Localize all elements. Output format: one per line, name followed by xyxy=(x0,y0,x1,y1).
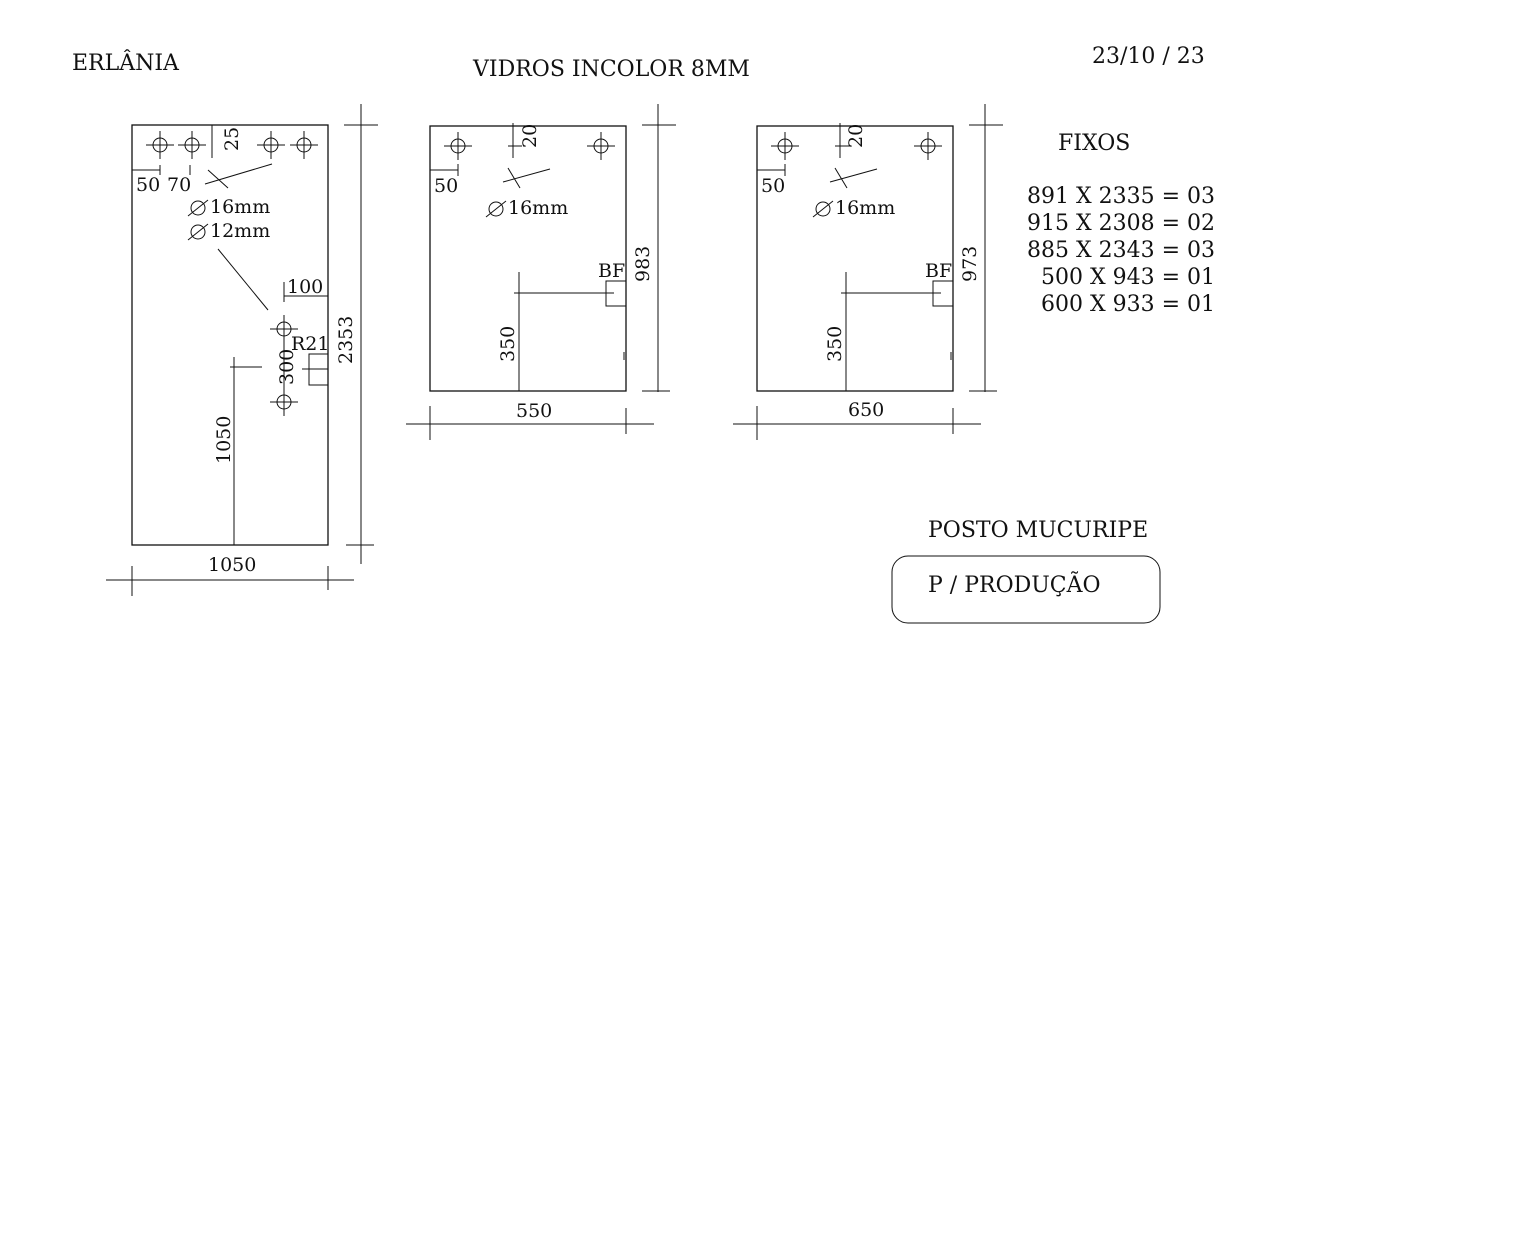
hole-16mm: 16mm xyxy=(210,196,270,218)
production-label: P / PRODUÇÃO xyxy=(928,570,1101,598)
client-name: ERLÂNIA xyxy=(72,49,180,76)
hole-marker xyxy=(256,130,286,160)
fixos-list: FIXOS 891 X 2335 = 03 915 X 2308 = 02 88… xyxy=(1027,131,1215,317)
hole-marker xyxy=(443,131,473,161)
panel-3: 50 20 16mm BF 350 650 973 xyxy=(733,104,1003,440)
panel-2-height: 983 xyxy=(632,246,654,282)
dim-70: 70 xyxy=(167,174,191,196)
panel-3-height: 973 xyxy=(959,246,981,282)
dim-100: 100 xyxy=(287,276,323,298)
panel-2: 50 20 16mm BF 350 550 983 xyxy=(406,104,676,440)
panel-1: 50 70 25 16mm 12mm 100 300 R21 1050 1050 xyxy=(106,104,378,596)
dim-350: 350 xyxy=(497,326,519,362)
panel-3-width: 650 xyxy=(848,399,884,421)
fitting-label: BF xyxy=(925,260,952,282)
diameter-icon xyxy=(187,199,209,217)
dim-25: 25 xyxy=(221,127,243,151)
hole-marker xyxy=(913,131,943,161)
fixos-item: 891 X 2335 = 03 xyxy=(1027,184,1215,209)
panel-1-outline xyxy=(131,124,329,546)
fixos-title: FIXOS xyxy=(1058,131,1130,156)
dim-350: 350 xyxy=(824,326,846,362)
material-title: VIDROS INCOLOR 8MM xyxy=(472,57,750,82)
hole-marker xyxy=(177,130,207,160)
hole-marker xyxy=(269,387,299,417)
production-stamp xyxy=(891,555,1161,624)
radius-r21: R21 xyxy=(291,333,329,355)
diameter-icon xyxy=(187,223,209,241)
hole-16mm: 16mm xyxy=(508,197,568,219)
date-label: 23/10 / 23 xyxy=(1092,44,1205,69)
panel-3-outline xyxy=(756,125,954,392)
hole-12mm: 12mm xyxy=(210,220,270,242)
hole-marker xyxy=(770,131,800,161)
dim-300: 300 xyxy=(276,349,298,385)
diameter-icon xyxy=(485,200,507,218)
fixos-item: 500 X 943 = 01 xyxy=(1041,265,1215,290)
panel-2-outline xyxy=(429,125,627,392)
fixos-item: 600 X 933 = 01 xyxy=(1041,292,1215,317)
panel-1-width: 1050 xyxy=(208,554,256,576)
panel-2-width: 550 xyxy=(516,400,552,422)
diameter-icon xyxy=(812,200,834,218)
dim-20: 20 xyxy=(519,124,541,148)
dim-50: 50 xyxy=(136,174,160,196)
fixos-item: 915 X 2308 = 02 xyxy=(1027,211,1215,236)
hole-marker xyxy=(145,130,175,160)
dim-50: 50 xyxy=(761,175,785,197)
hole-marker xyxy=(586,131,616,161)
dim-50: 50 xyxy=(434,175,458,197)
hole-16mm: 16mm xyxy=(835,197,895,219)
location-label: POSTO MUCURIPE xyxy=(928,518,1148,543)
hole-marker xyxy=(289,130,319,160)
fitting-label: BF xyxy=(598,260,625,282)
dim-20: 20 xyxy=(845,124,867,148)
panel-1-height: 2353 xyxy=(335,316,357,364)
dim-height-1050: 1050 xyxy=(213,416,235,464)
fixos-item: 885 X 2343 = 03 xyxy=(1027,238,1215,263)
